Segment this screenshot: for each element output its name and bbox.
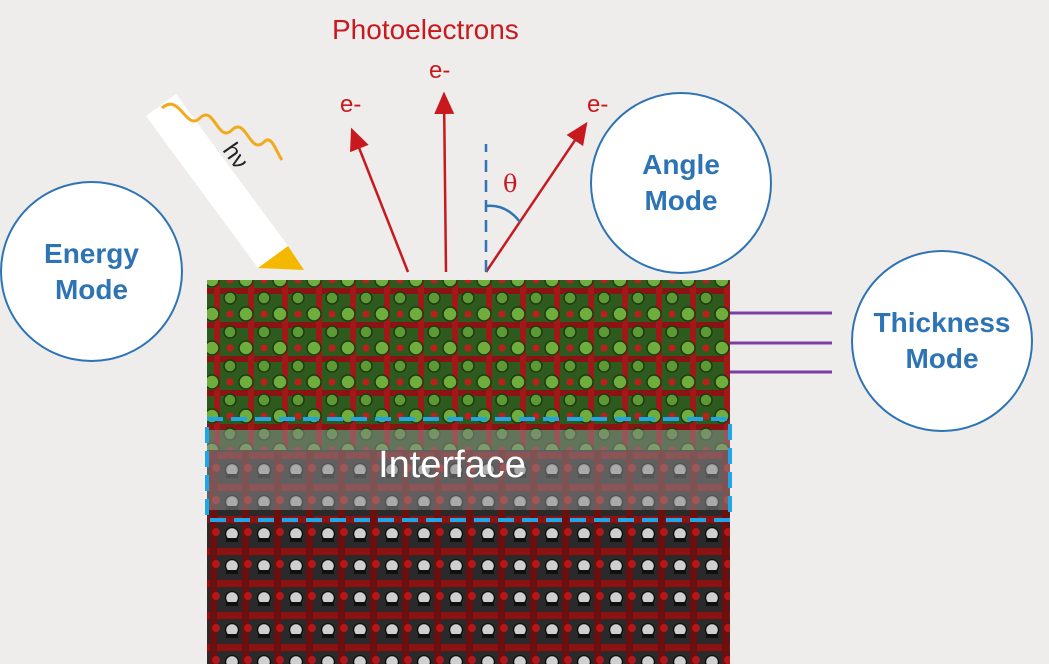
energy-mode-line2: Mode [54,273,129,305]
thickness-mode-line1: Thickness [873,307,1011,338]
electron-arrow-center [434,91,455,273]
energy-mode-circle: Energy Mode [0,181,183,362]
crystal-structure [207,280,730,664]
photoelectrons-title: Photoelectrons [332,14,519,45]
thickness-mode-line2: Mode [905,343,979,374]
energy-mode-line1: Energy [44,237,139,269]
angle-mode-circle: Angle Mode [590,92,772,274]
electron-label-center: e- [429,57,451,84]
electron-arrow-right [484,121,588,273]
theta-arc [485,204,521,223]
interface-label: Interface [378,444,526,486]
thickness-lines [730,311,832,374]
photon-beam [146,94,304,270]
electron-label-right: e- [587,91,609,118]
electron-label-left: e- [340,91,362,118]
angle-mode-line2: Mode [644,185,718,216]
thickness-mode-circle: Thickness Mode [851,250,1033,432]
electron-arrow-left [350,127,410,273]
theta-label: θ [503,170,518,198]
angle-mode-line1: Angle [642,149,720,180]
